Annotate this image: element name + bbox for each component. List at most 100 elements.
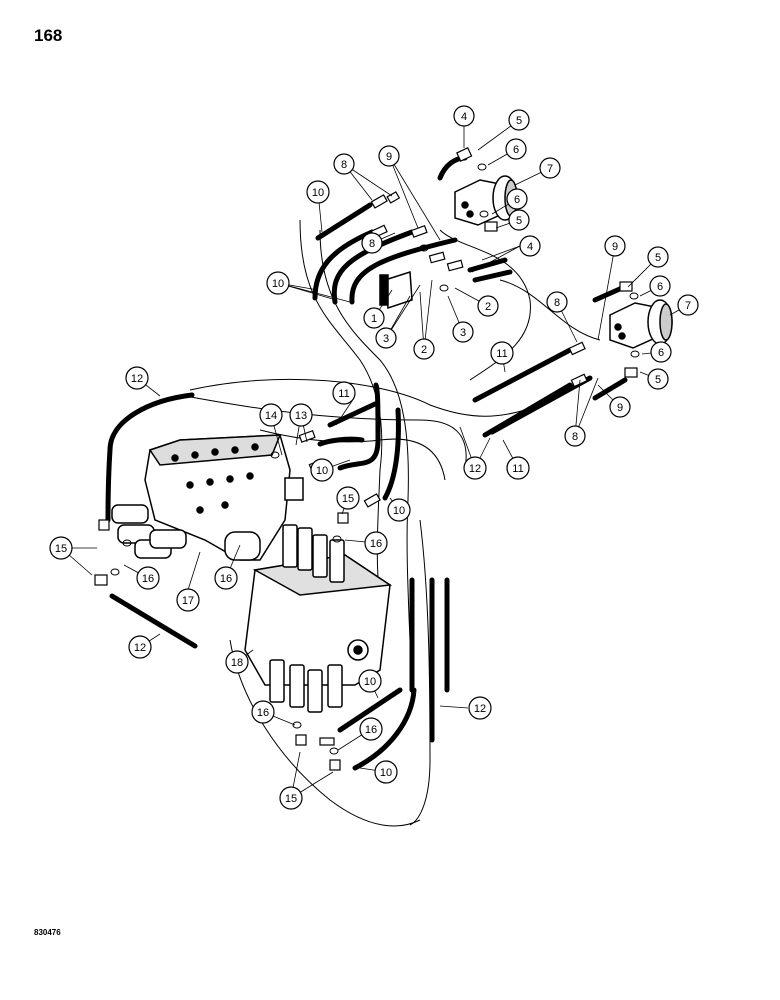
hydraulic-hoses (105, 155, 628, 771)
svg-text:6: 6 (513, 144, 519, 156)
hose-4-right-b (472, 269, 513, 283)
svg-text:12: 12 (469, 463, 481, 475)
page-number: 168 (34, 26, 63, 45)
svg-text:2: 2 (421, 344, 427, 356)
svg-text:13: 13 (295, 410, 307, 422)
hose-11-mid (327, 401, 378, 428)
callout-14: 14 (259, 403, 283, 427)
svg-text:16: 16 (365, 724, 377, 736)
svg-text:12: 12 (131, 373, 143, 385)
callout-10: 10 (358, 669, 382, 693)
callout-13: 13 (289, 403, 313, 427)
svg-text:10: 10 (316, 465, 328, 477)
svg-text:7: 7 (547, 163, 553, 175)
svg-text:10: 10 (380, 767, 392, 779)
hose-4-far-right-b (592, 377, 628, 401)
hose-12-right (489, 375, 593, 435)
callout-15: 15 (49, 536, 73, 560)
svg-text:16: 16 (142, 573, 154, 585)
hose-11-right-a (472, 347, 573, 403)
callout-9: 9 (609, 396, 631, 418)
callout-4: 4 (519, 235, 541, 257)
svg-text:6: 6 (658, 347, 664, 359)
callout-2: 2 (477, 295, 499, 317)
hose-10-mid-c (317, 436, 365, 447)
callout-1: 1 (363, 307, 385, 329)
callout-12: 12 (125, 366, 149, 390)
svg-text:1: 1 (371, 313, 377, 325)
svg-text:5: 5 (655, 374, 661, 386)
callout-12: 12 (128, 635, 152, 659)
svg-text:8: 8 (554, 297, 560, 309)
callout-7: 7 (677, 294, 699, 316)
hose-10-bottom-a (337, 687, 403, 733)
hose-4-far-right (592, 285, 625, 303)
hose-12-lower-left (109, 593, 198, 649)
callout-16: 16 (364, 531, 388, 555)
callout-16: 16 (136, 566, 160, 590)
callout-4: 4 (453, 105, 475, 127)
svg-text:16: 16 (220, 573, 232, 585)
svg-text:10: 10 (272, 278, 284, 290)
svg-text:9: 9 (612, 241, 618, 253)
callout-5: 5 (508, 209, 530, 231)
callout-8: 8 (361, 232, 383, 254)
callout-3: 3 (375, 327, 397, 349)
callout-bubbles: 1 2 2 3 3 3 4 4 5 5 5 5 6 6 6 6 7 7 8 8 … (49, 105, 699, 810)
svg-text:11: 11 (338, 388, 349, 400)
callout-5: 5 (508, 109, 530, 131)
callout-18: 18 (225, 650, 249, 674)
control-valve-17 (111, 434, 304, 561)
svg-text:3: 3 (460, 327, 466, 339)
svg-text:10: 10 (312, 187, 324, 199)
hose-10-mid-a (337, 382, 381, 471)
callout-10: 10 (374, 760, 398, 784)
reference-code: 830476 (34, 928, 61, 937)
svg-text:17: 17 (182, 595, 194, 607)
svg-text:16: 16 (257, 707, 269, 719)
callout-6: 6 (650, 341, 672, 363)
hose-10-bottom-b (352, 687, 417, 771)
svg-text:15: 15 (55, 543, 67, 555)
svg-text:8: 8 (572, 431, 578, 443)
svg-text:6: 6 (514, 194, 520, 206)
svg-text:10: 10 (393, 505, 405, 517)
svg-text:12: 12 (134, 642, 146, 654)
callout-6: 6 (506, 188, 528, 210)
callout-11: 11 (490, 341, 514, 365)
hose-12-left-top (105, 392, 195, 523)
callout-3: 3 (452, 321, 474, 343)
callout-8: 8 (333, 153, 355, 175)
callout-5: 5 (647, 368, 669, 390)
hose-10-upper-c (349, 237, 458, 305)
svg-text:12: 12 (474, 703, 486, 715)
callout-5: 5 (647, 246, 669, 268)
mounting-bracket-1 (379, 270, 413, 310)
svg-text:15: 15 (285, 793, 297, 805)
svg-text:10: 10 (364, 676, 376, 688)
svg-text:7: 7 (685, 300, 691, 312)
svg-text:18: 18 (231, 657, 243, 669)
svg-text:5: 5 (516, 115, 522, 127)
callout-10: 10 (310, 458, 334, 482)
callout-6: 6 (505, 138, 527, 160)
svg-text:3: 3 (383, 333, 389, 345)
svg-text:11: 11 (496, 348, 507, 360)
svg-text:9: 9 (386, 151, 392, 163)
callout-6: 6 (649, 275, 671, 297)
callout-11: 11 (506, 456, 530, 480)
callout-7: 7 (539, 157, 561, 179)
svg-text:8: 8 (369, 238, 375, 250)
svg-text:2: 2 (485, 301, 491, 313)
hose-10-upper-b (331, 229, 415, 305)
callout-10: 10 (306, 180, 330, 204)
control-valve-18 (244, 524, 393, 713)
svg-text:4: 4 (461, 111, 467, 123)
hose-4-right (467, 257, 508, 273)
hose-10-mid-b (382, 407, 401, 501)
callout-15: 15 (336, 486, 360, 510)
callout-12: 12 (468, 696, 492, 720)
svg-text:5: 5 (655, 252, 661, 264)
callout-2: 2 (413, 338, 435, 360)
